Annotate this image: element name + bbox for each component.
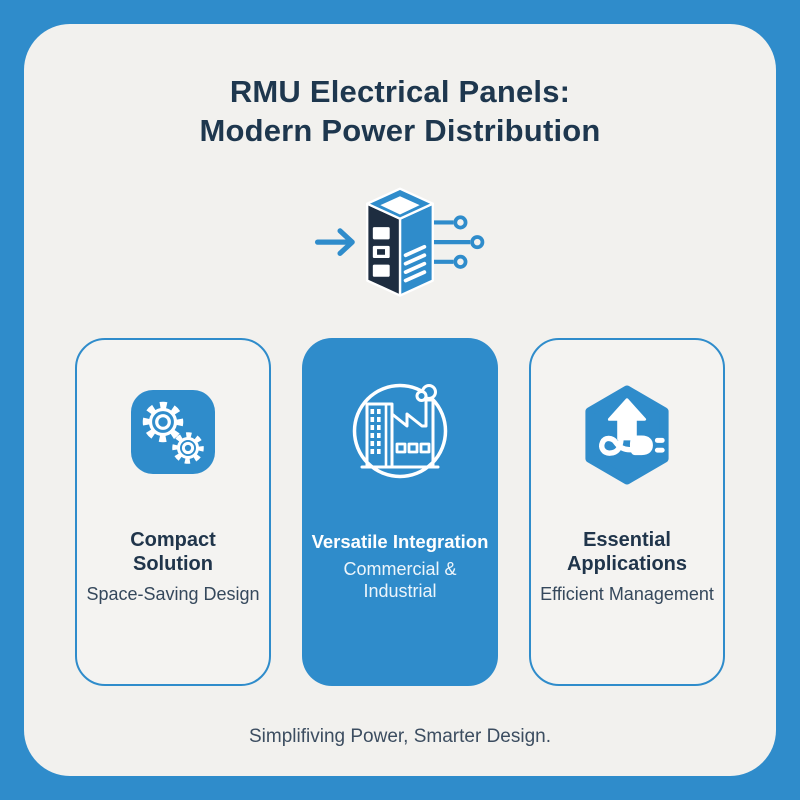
card-title: Essential Applications: [566, 529, 687, 575]
card-versatile-integration: Versatile Integration Commercial & Indus…: [302, 338, 498, 686]
plug-arrow-icon: [585, 385, 669, 485]
infographic-card: RMU Electrical Panels: Modern Power Dist…: [24, 24, 776, 776]
plug-body: [629, 435, 653, 456]
feature-cards: Compact Solution Space-Saving Design: [24, 338, 776, 686]
tagline: Simplifiving Power, Smarter Design.: [249, 726, 551, 747]
up-arrow: [607, 398, 647, 441]
flow-arrow-icon: [314, 228, 355, 256]
card-subtitle: Space-Saving Design: [86, 584, 260, 604]
card-title: Versatile Integration: [311, 531, 489, 552]
card-compact-solution: Compact Solution Space-Saving Design: [75, 338, 271, 686]
page-title: RMU Electrical Panels: Modern Power Dist…: [199, 74, 601, 148]
power-distribution-hero-icon: [314, 187, 485, 297]
card-subtitle: Efficient Management: [540, 584, 714, 604]
factory-icon: [352, 383, 448, 479]
power-cable: [599, 435, 634, 456]
card-essential-applications: Essential Applications Efficient Managem…: [529, 338, 725, 686]
gears-icon: [131, 390, 215, 474]
plug-prongs: [654, 437, 665, 453]
circuit-lines-icon: [433, 215, 485, 269]
building-windows: [370, 409, 381, 454]
gear-small: [172, 432, 204, 464]
smoke-puffs: [415, 384, 437, 402]
card-title: Compact Solution: [130, 529, 216, 575]
isometric-panel-icon: [366, 187, 434, 297]
gear-large: [142, 401, 184, 443]
card-subtitle: Commercial & Industrial: [343, 559, 457, 601]
hero-illustration: [24, 183, 776, 305]
